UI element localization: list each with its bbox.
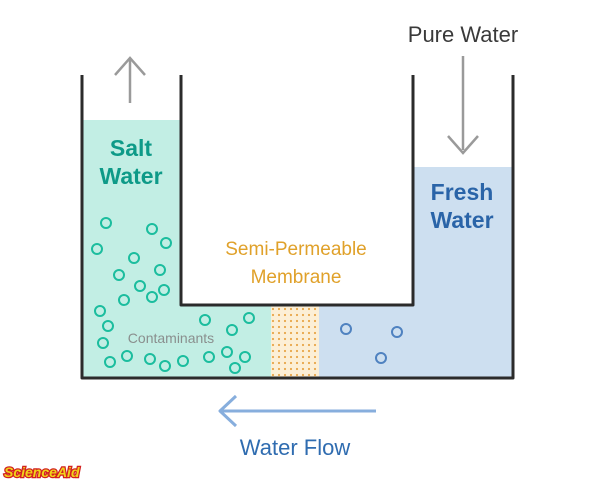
down-arrow-icon: [447, 56, 479, 155]
fresh-water-bottom-region: [318, 305, 418, 378]
fresh-water-region: [413, 167, 513, 378]
contaminant-particles: [91, 217, 255, 374]
salt-water-label-line1: Salt: [110, 135, 153, 161]
svg-text:ScienceAid: ScienceAid: [4, 464, 80, 480]
fresh-water-label-line1: Fresh: [431, 179, 494, 205]
logo-part-science: Science: [4, 464, 57, 480]
membrane-label-line2: Membrane: [251, 267, 342, 288]
container-inner-wall: [179, 75, 415, 307]
left-arrow-icon: [218, 394, 376, 428]
fresh-particles: [340, 323, 403, 364]
scienceaid-logo: ScienceAid: [3, 463, 81, 482]
container-outline: [80, 75, 515, 380]
up-arrow-icon: [114, 56, 146, 103]
membrane-label-line1: Semi-Permeable: [225, 239, 367, 260]
salt-water-region: [82, 120, 180, 306]
salt-water-label-line2: Water: [99, 163, 162, 189]
pure-water-label: Pure Water: [408, 22, 518, 47]
contaminants-label: Contaminants: [128, 330, 214, 346]
logo-part-aid: Aid: [56, 464, 80, 480]
membrane-dots: [271, 306, 319, 378]
water-flow-label: Water Flow: [240, 435, 351, 460]
fresh-water-label-line2: Water: [430, 207, 493, 233]
